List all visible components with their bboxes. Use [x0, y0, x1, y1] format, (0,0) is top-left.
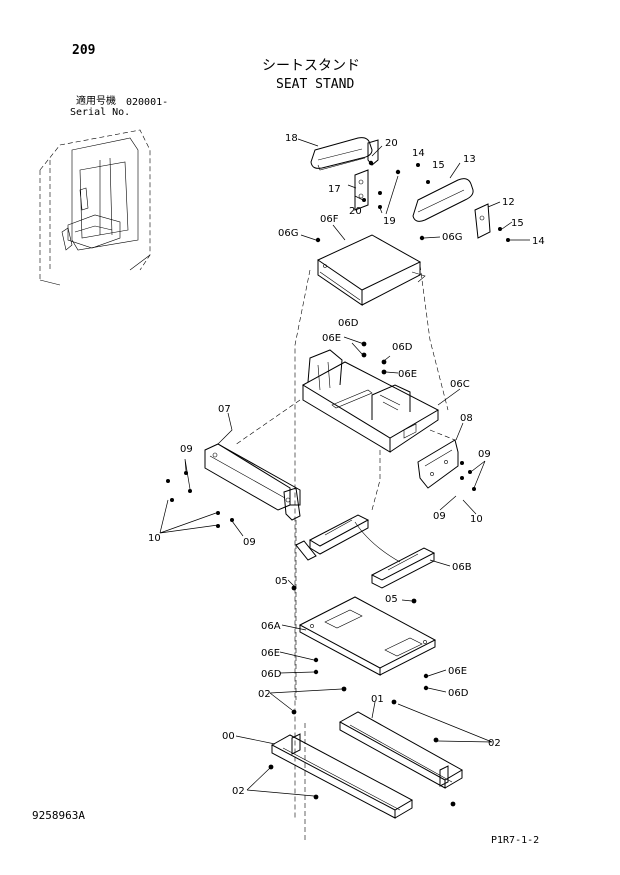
callout-20: 20	[385, 138, 398, 149]
callout-12: 12	[502, 197, 515, 208]
callout-05-right: 05	[385, 594, 398, 605]
callout-leaders	[159, 138, 530, 797]
callout-06E-upper: 06E	[322, 333, 341, 344]
callout-05-left: 05	[275, 576, 288, 587]
hardware-fasteners	[166, 160, 510, 807]
part-12-bracket	[474, 203, 491, 239]
part-06C-frame	[302, 349, 440, 453]
callout-01: 01	[371, 694, 384, 705]
callout-10-left: 10	[148, 533, 161, 544]
part-17-bracket	[354, 169, 369, 211]
serial-range: 020001-	[126, 97, 169, 108]
callout-10-right: 10	[470, 514, 483, 525]
part-18-armrest	[310, 137, 373, 171]
callout-06D-lower: 06D	[261, 669, 282, 680]
page-title-en: SEAT STAND	[276, 77, 355, 92]
callout-02-lower: 02	[232, 786, 245, 797]
callout-06B: 06B	[452, 562, 472, 573]
page-reference: P1R7-1-2	[491, 835, 540, 846]
callout-18: 18	[285, 133, 298, 144]
callout-09-lower: 09	[433, 511, 446, 522]
callout-labels: 18 20 14 15 13 17 20 19 12 15 14 06F 06G…	[148, 133, 545, 797]
callout-06G-right: 06G	[442, 232, 462, 243]
page-title-jp: シートスタンド	[262, 58, 360, 74]
callout-15: 15	[432, 160, 445, 171]
serial-label-en: Serial No.	[70, 107, 131, 118]
callout-20-lower: 20	[349, 206, 362, 217]
part-08-side-plate	[417, 439, 459, 489]
part-06A-base-plate	[298, 596, 437, 676]
callout-06E-lower: 06E	[261, 648, 280, 659]
part-07-side-rail	[204, 443, 301, 521]
callout-19: 19	[383, 216, 396, 227]
callout-09-bottom: 09	[243, 537, 256, 548]
callout-06F: 06F	[320, 214, 339, 225]
callout-08: 08	[460, 413, 473, 424]
part-06F-cover	[316, 234, 426, 306]
callout-00: 00	[222, 731, 235, 742]
callout-06E-right: 06E	[448, 666, 467, 677]
callout-02-right: 02	[488, 738, 501, 749]
callout-06D-mid: 06D	[392, 342, 413, 353]
callout-02-upper: 02	[258, 689, 271, 700]
callout-06D-upper: 06D	[338, 318, 359, 329]
callout-09-right: 09	[478, 449, 491, 460]
callout-07: 07	[218, 404, 231, 415]
callout-06D-right: 06D	[448, 688, 469, 699]
callout-09-left: 09	[180, 444, 193, 455]
part-13-armrest	[412, 178, 474, 222]
callout-06G-left: 06G	[278, 228, 298, 239]
part-20-bracket	[367, 139, 379, 166]
callout-14-right: 14	[532, 236, 545, 247]
page-number: 209	[72, 43, 96, 58]
part-06B-slide-rails	[295, 514, 436, 589]
callout-06A: 06A	[261, 621, 281, 632]
callout-14: 14	[412, 148, 425, 159]
serial-label-jp: 適用号機	[76, 96, 116, 107]
part-01-lower-rail	[338, 711, 464, 789]
assembly-projection-lines	[234, 264, 456, 840]
callout-06C: 06C	[450, 379, 470, 390]
cab-location-sketch	[39, 129, 151, 286]
figure-code: 9258963A	[32, 809, 85, 822]
callout-17: 17	[328, 184, 341, 195]
callout-13: 13	[463, 154, 476, 165]
part-00-lower-rail	[270, 733, 414, 819]
callout-06E-mid: 06E	[398, 369, 417, 380]
callout-15-right: 15	[511, 218, 524, 229]
